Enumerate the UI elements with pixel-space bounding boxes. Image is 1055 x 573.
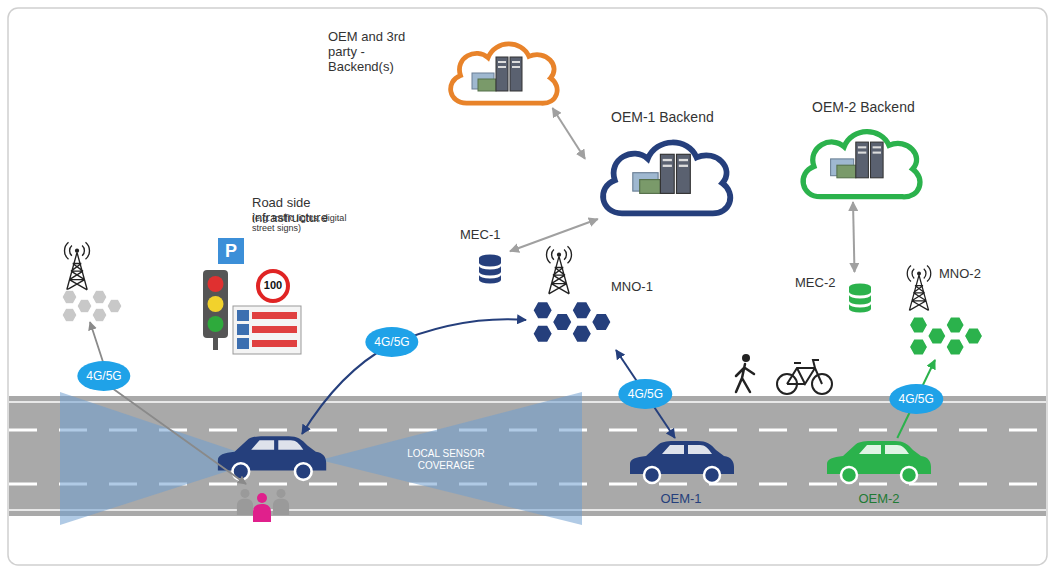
backend-cloud: OEM-2 Backend [790, 123, 930, 202]
roadside-infrastructure [203, 238, 301, 354]
mno-node: MNO-2 [895, 255, 995, 360]
infrastructure-note: (e.g. traffic lights, digital street sig… [252, 213, 362, 234]
node-label: OEM-2 Backend [812, 99, 915, 115]
backend-cloud [803, 132, 920, 197]
backend-cloud: OEM-1 Backend [585, 133, 745, 219]
network-badge: 4G/5G [365, 327, 418, 357]
speed-limit-number: 100 [258, 279, 288, 292]
node-label: MNO-2 [939, 267, 981, 282]
mec-database [849, 284, 871, 313]
radio-tower [547, 246, 572, 294]
radio-tower [907, 266, 931, 311]
node-label: OEM-1 [620, 492, 742, 507]
car [630, 441, 734, 483]
network-badge: 4G/5G [619, 379, 672, 409]
sensor-coverage [320, 392, 582, 525]
vehicle-node: OEM-2 [818, 438, 940, 514]
mno-node: MNO-1 [525, 240, 655, 350]
pedestrian [736, 354, 754, 392]
node-label: MNO-1 [611, 280, 653, 295]
frame [8, 8, 1047, 565]
connector-arrow [616, 350, 675, 438]
backend-cloud: OEM and 3rd party - Backend(s) [440, 36, 565, 108]
node-label: MEC-1 [460, 228, 500, 243]
car [218, 436, 326, 480]
node-label: MEC-2 [795, 276, 835, 291]
vehicle-node: OEM-1 [620, 438, 742, 514]
mec-database [479, 255, 501, 284]
mec-node: MEC-1 [466, 228, 510, 286]
radio-link [90, 322, 246, 484]
network-badge: 4G/5G [889, 384, 942, 414]
connector-arrow [510, 219, 598, 251]
cell-hexes [533, 301, 611, 342]
parking-sign-letter: P [218, 238, 244, 264]
person [237, 489, 253, 515]
radio-tower [65, 242, 90, 290]
node-label: OEM-1 Backend [611, 109, 714, 125]
sensor-coverage-label: LOCAL SENSOR COVERAGE [405, 448, 487, 471]
backend-cloud [451, 44, 558, 103]
car [827, 441, 931, 483]
person [253, 493, 271, 522]
mec-node: MEC-2 [795, 272, 880, 314]
person [273, 489, 289, 515]
bicycle [777, 360, 832, 394]
node-label: OEM and 3rd party - Backend(s) [328, 30, 428, 75]
connector-arrow [853, 202, 855, 272]
backend-cloud [603, 142, 730, 213]
node-label: OEM-2 [818, 492, 940, 507]
cell-hexes [909, 317, 982, 356]
connector-arrow [553, 108, 586, 159]
radio-link [302, 319, 526, 434]
cell-hexes [62, 290, 122, 322]
network-badge: 4G/5G [77, 361, 130, 391]
